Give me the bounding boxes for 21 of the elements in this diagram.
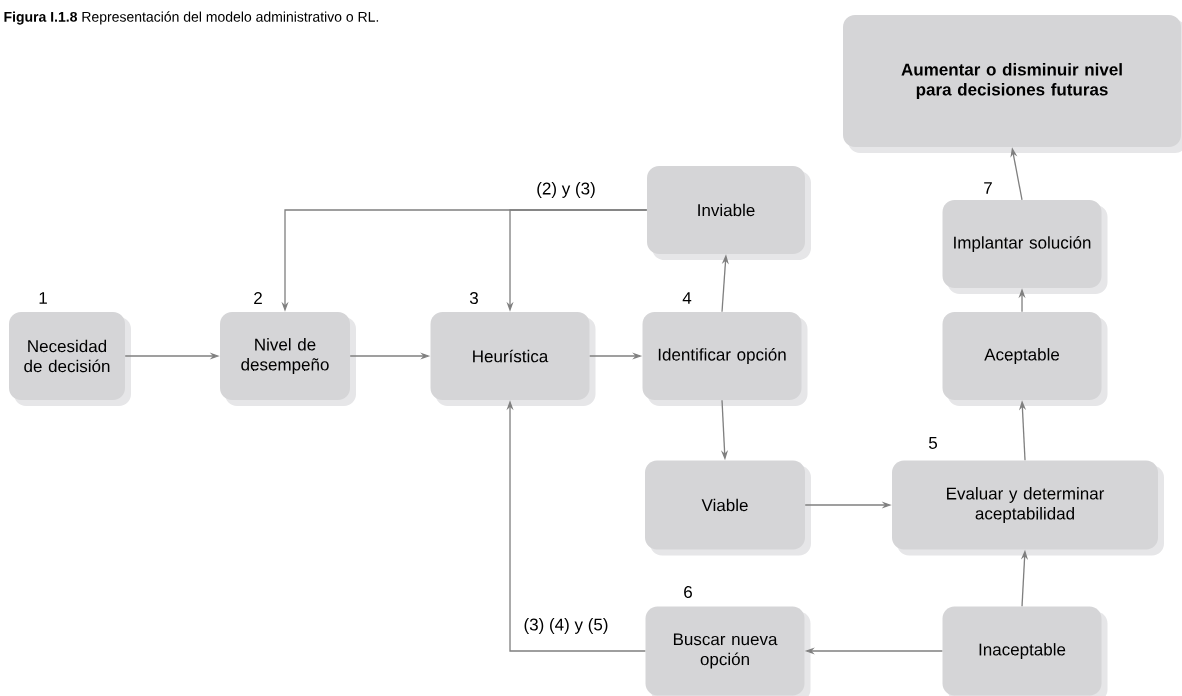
step-number: 6 xyxy=(684,586,692,598)
process-box: Viable xyxy=(645,460,811,556)
process-box: Buscar nueva opción xyxy=(645,606,811,696)
step-number: 3 xyxy=(469,291,478,304)
process-box: Evaluar y determinar aceptabilidad xyxy=(892,460,1164,556)
edge-label: (2) y (3) xyxy=(537,182,595,198)
process-box: Inaceptable xyxy=(942,606,1108,696)
process-box: Aumentar o disminuir nivel para decisiones futuras xyxy=(843,15,1182,153)
step-number: 1 xyxy=(39,292,47,304)
process-box: Aceptable xyxy=(942,312,1108,406)
step-number: 4 xyxy=(682,292,692,304)
step-number: 2 xyxy=(254,292,262,304)
step-number: 5 xyxy=(928,437,937,449)
process-box: Identificar opción xyxy=(642,312,808,406)
process-box: Implantar solución xyxy=(942,200,1108,294)
process-box: Heurística xyxy=(430,312,596,406)
figure-title: Figura I.1.8 Representación del modelo administrativo o RL. xyxy=(4,11,379,25)
edge-label: (3) (4) y (5) xyxy=(524,618,608,634)
process-box: Inviable xyxy=(647,166,811,260)
step-number: 7 xyxy=(984,182,992,194)
process-box: Nivel de desempeño xyxy=(220,312,356,406)
